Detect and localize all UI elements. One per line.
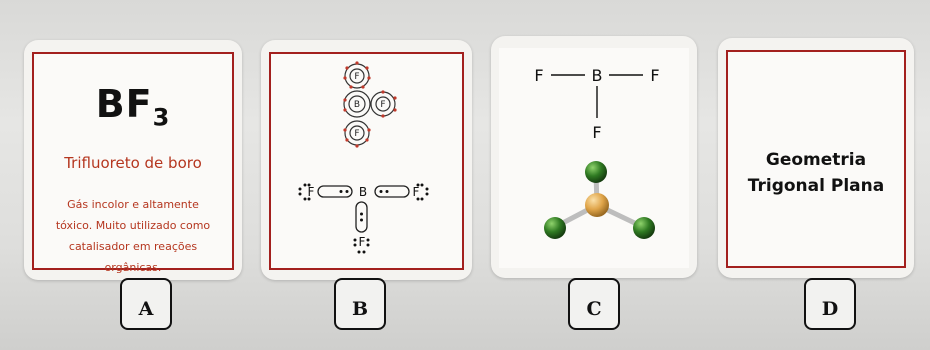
- lewis-symbol: F: [308, 185, 315, 199]
- orbital-f-bottom-inner: [349, 125, 365, 141]
- structural-formula: F B F F: [534, 66, 660, 239]
- orbital-diagram: [343, 63, 396, 146]
- fluorine-atom-left: [544, 217, 566, 239]
- fluorine-atom-top: [585, 161, 607, 183]
- orbital-label: F: [380, 100, 385, 110]
- atom-f-right: F: [650, 66, 659, 85]
- label-a: A: [120, 278, 172, 330]
- orbital-electrons: [343, 61, 397, 148]
- orbital-label: F: [354, 72, 359, 82]
- card-a-frame: BF3 Trifluoreto de boro Gás incolor e al…: [32, 52, 234, 274]
- label-b: B: [334, 278, 386, 330]
- lewis-electrons: [298, 183, 429, 254]
- bond-right: [374, 185, 410, 198]
- lewis-diagram: F B F F: [298, 61, 429, 254]
- orbital-label: F: [354, 129, 359, 139]
- formula-subscript: 3: [152, 103, 171, 132]
- card-c-frame: F B F F: [499, 48, 689, 268]
- orbital-b-inner: [348, 95, 366, 113]
- card-b: F B F F: [261, 40, 472, 280]
- orbital-b: [343, 90, 371, 118]
- lewis-symbol: F: [413, 185, 420, 199]
- fluorine-atom-right: [633, 217, 655, 239]
- lewis-labels: F B F F: [308, 185, 420, 249]
- formula-main: BF: [95, 82, 153, 126]
- atom-f-bottom: F: [592, 123, 601, 142]
- geometry-text: Geometria Trigonal Plana: [747, 150, 885, 196]
- orbital-f-right-inner: [375, 96, 391, 112]
- compound-name: Trifluoreto de boro: [64, 154, 202, 172]
- atom-b-center: B: [592, 66, 603, 85]
- card-a: BF3 Trifluoreto de boro Gás incolor e al…: [24, 40, 242, 280]
- label-c: C: [568, 278, 620, 330]
- orbital-label: B: [354, 100, 360, 110]
- orbital-f-top-inner: [349, 68, 365, 84]
- card-d-frame: Geometria Trigonal Plana: [726, 50, 906, 268]
- boron-atom-center: [585, 193, 609, 217]
- lewis-symbol: B: [359, 185, 367, 199]
- orbital-labels: F B F F: [354, 72, 386, 139]
- bond-bottom: [355, 201, 368, 233]
- label-d: D: [804, 278, 856, 330]
- compound-description: Gás incolor e altamente tóxico. Muito ut…: [55, 198, 211, 274]
- atom-f-left: F: [534, 66, 543, 85]
- card-d: Geometria Trigonal Plana: [718, 38, 914, 278]
- lewis-bonds: [317, 185, 410, 233]
- formula-bf3: BF3: [34, 82, 232, 132]
- bond-left: [317, 185, 353, 198]
- ball-and-stick-model: [544, 161, 655, 239]
- card-c: F B F F: [491, 36, 697, 278]
- card-b-frame: F B F F: [269, 52, 464, 270]
- structural-bonds: [551, 74, 643, 118]
- lewis-symbol: F: [359, 235, 366, 249]
